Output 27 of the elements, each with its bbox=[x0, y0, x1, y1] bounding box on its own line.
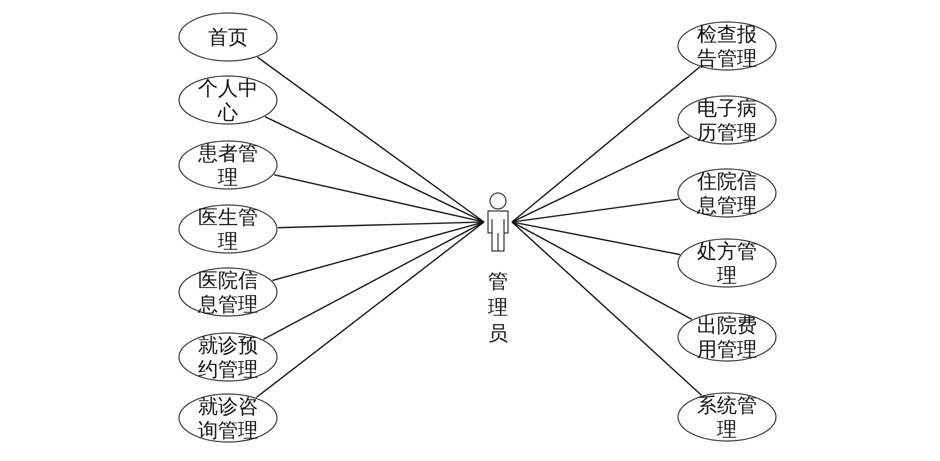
use-case-ellipse: 个人中心 bbox=[178, 75, 278, 125]
association-line bbox=[263, 221, 484, 340]
use-case-ellipse: 就诊咨询管理 bbox=[178, 393, 278, 443]
association-line bbox=[512, 221, 692, 320]
association-line bbox=[264, 116, 484, 223]
use-case-ellipse: 检查报告管理 bbox=[677, 21, 777, 71]
use-case-ellipse: 出院费用管理 bbox=[677, 312, 777, 362]
use-case-ellipse: 处方管理 bbox=[677, 238, 777, 288]
use-case-ellipse: 医院信息管理 bbox=[178, 267, 278, 317]
association-line bbox=[272, 221, 484, 282]
use-case-ellipse: 住院信息管理 bbox=[677, 168, 777, 218]
association-line bbox=[512, 221, 680, 256]
association-line bbox=[512, 198, 679, 223]
use-case-ellipse: 电子病历管理 bbox=[677, 95, 777, 145]
actor-label: 管理员 bbox=[488, 268, 508, 346]
association-line bbox=[512, 222, 702, 396]
association-line bbox=[512, 136, 690, 223]
association-line bbox=[512, 66, 700, 222]
association-line bbox=[278, 221, 484, 228]
use-case-ellipse: 医生管理 bbox=[178, 204, 278, 254]
use-case-ellipse: 首页 bbox=[178, 12, 278, 62]
association-line bbox=[274, 174, 484, 223]
use-case-ellipse: 患者管理 bbox=[178, 140, 278, 190]
use-case-ellipse: 就诊预约管理 bbox=[178, 332, 278, 382]
association-line bbox=[257, 56, 484, 223]
association-line bbox=[256, 221, 484, 398]
use-case-ellipse: 系统管理 bbox=[677, 392, 777, 442]
